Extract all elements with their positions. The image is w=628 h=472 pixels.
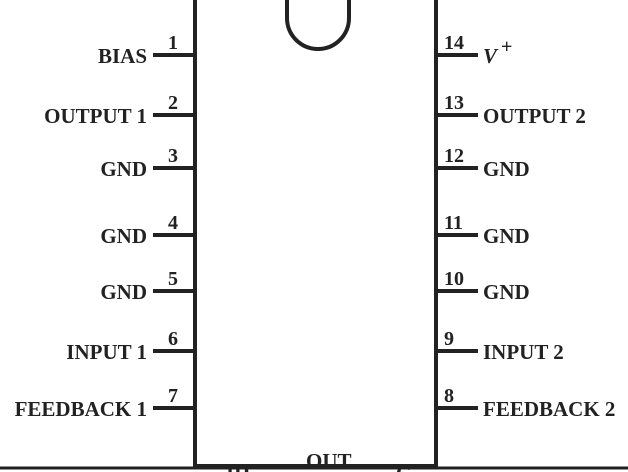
pin-number: 7 — [168, 385, 178, 407]
pin-label: GND — [483, 157, 530, 181]
pin-number: 3 — [168, 145, 178, 167]
pin-number: 2 — [168, 92, 178, 114]
chip-body — [193, 0, 438, 468]
pin-number: 1 — [168, 32, 178, 54]
pin-number: 10 — [444, 268, 464, 290]
pin-number: 12 — [444, 145, 464, 167]
bottom-out-label: OUT — [306, 449, 352, 472]
pin-label: GND — [100, 224, 147, 248]
pin-label: OUTPUT 1 — [44, 104, 147, 128]
pin-label: BIAS — [98, 44, 147, 68]
pin-number: 8 — [444, 385, 454, 407]
pin-number: 6 — [168, 328, 178, 350]
pin-label: FEEDBACK 2 — [483, 397, 615, 421]
pin-number: 13 — [444, 92, 464, 114]
pin-label: GND — [483, 224, 530, 248]
pin-label: GND — [100, 280, 147, 304]
bottom-right-partial-label: C — [396, 461, 411, 472]
pin-label-superscript: + — [501, 36, 512, 58]
bottom-left-partial-label: ID — [226, 459, 249, 472]
pin-label: FEEDBACK 1 — [15, 397, 147, 421]
pin-label: INPUT 2 — [483, 340, 564, 364]
pin-label: GND — [100, 157, 147, 181]
pin-label: OUTPUT 2 — [483, 104, 586, 128]
pin-label: INPUT 1 — [66, 340, 147, 364]
pin-number: 11 — [444, 212, 463, 234]
pin-number: 4 — [168, 212, 178, 234]
pin-label: GND — [483, 280, 530, 304]
pin-number: 14 — [444, 32, 464, 54]
pin-number: 9 — [444, 328, 454, 350]
pin-number: 5 — [168, 268, 178, 290]
pin-label: V — [483, 44, 499, 68]
